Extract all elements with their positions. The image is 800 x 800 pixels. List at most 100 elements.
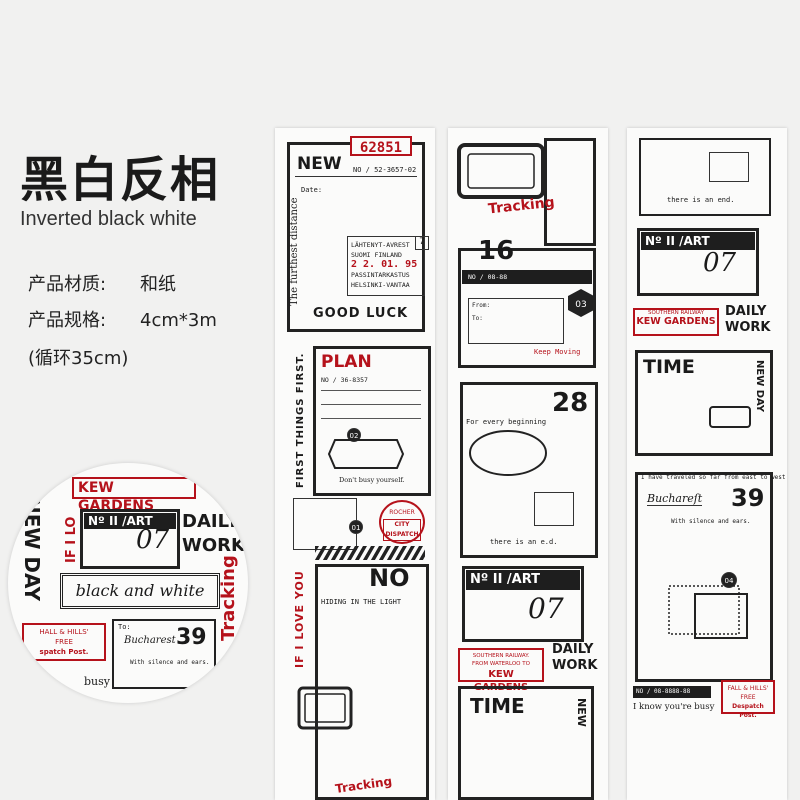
spec-size-value: 4cm*3m	[140, 310, 217, 331]
city-dispatch-stamp: ROCHER CITY DISPATCH	[379, 500, 425, 544]
no-big: NO	[369, 564, 410, 592]
rail-3: SOUTHERN RAILWAY	[648, 310, 704, 316]
daily-3: DAILY	[725, 304, 767, 319]
circle-silence: With silence and ears.	[130, 659, 210, 666]
ticket-line-2: SUOMI FINLAND	[351, 251, 402, 259]
tape-strip-1: 62851 NEW NO / 52-3657-02 Date: The furt…	[275, 128, 435, 800]
rail-line-1: SOUTHERN RAILWAY.	[472, 653, 530, 659]
circle-tracking: Tracking	[218, 555, 239, 641]
work-label: WORK	[552, 658, 598, 673]
circle-39-frame	[112, 619, 216, 689]
rail-line-2: FROM WATERLOO TO	[472, 661, 530, 667]
art-frame	[462, 566, 584, 642]
circle-hall-2: FREE	[55, 638, 73, 646]
dotted-box	[668, 585, 748, 639]
spec-size: 产品规格: 4cm*3m	[28, 306, 217, 332]
kew-gardens-ticket: SOUTHERN RAILWAY. FROM WATERLOO TO KEW G…	[458, 648, 544, 693]
ticket-date: 2 2. 01. 95	[351, 259, 418, 270]
time-frame-3	[635, 350, 773, 456]
time-label: TIME	[470, 694, 525, 718]
postcard-frame	[639, 138, 771, 216]
to-label: To:	[472, 315, 483, 322]
dispatch-3-line-3: Despatch Post.	[732, 703, 764, 719]
new-label: NEW	[297, 154, 342, 174]
plan-rule-2	[321, 404, 421, 405]
no-art-3: Nº II /ART	[641, 232, 755, 250]
date-label: Date:	[301, 186, 323, 194]
hazard-stripe	[315, 546, 425, 560]
no-frame	[315, 564, 429, 800]
spec-material-value: 和纸	[140, 274, 176, 295]
new-vertical: NEW	[575, 698, 588, 727]
dont-busy: Don't busy yourself.	[339, 476, 405, 484]
work-3: WORK	[725, 320, 771, 335]
every-beginning: For every beginning	[466, 418, 547, 426]
number-07: 07	[528, 592, 564, 625]
badge-03-text: 03	[575, 300, 586, 310]
circle-hall-stamp: HALL & HILLS' FREE spatch Post.	[22, 623, 106, 661]
circle-daily: DAILY	[182, 511, 240, 532]
number-16: 16	[478, 236, 515, 266]
there-is-an-end: there is an e.d.	[490, 538, 558, 546]
keep-moving: Keep Moving	[534, 348, 581, 356]
twentyeight-frame	[460, 382, 598, 558]
black-white-text: black and white	[75, 581, 205, 600]
plan-rule-3	[321, 418, 421, 419]
circle-07: 07	[136, 525, 170, 555]
badge-03-hex: 03	[568, 289, 594, 317]
circle-kew-gardens: KEW GARDENS	[72, 477, 196, 514]
circle-hall-3: spatch Post.	[39, 648, 89, 656]
circle-to: To:	[118, 623, 131, 631]
bucharest: Buchareſt	[647, 492, 703, 506]
circle-new-day: NEW DAY	[20, 497, 44, 602]
closeup-circle: KEW GARDENS Nº II /ART 07 DAILY WORK NEW…	[8, 463, 248, 703]
small-label-3	[709, 406, 751, 428]
city-dispatch-label: CITY DISPATCH	[383, 519, 421, 541]
kew-gardens-3: KEW GARDENS	[636, 316, 716, 327]
ticket-number: 7	[415, 236, 429, 250]
circle-hall-1: HALL & HILLS'	[39, 628, 89, 636]
tape-strip-3: there is an end. Nº II /ART 07 SOUTHERN …	[627, 128, 787, 800]
number-07-3: 07	[703, 248, 737, 278]
city-dispatch-top: ROCHER	[389, 509, 415, 516]
good-luck: GOOD LUCK	[313, 306, 409, 321]
silence-text: With silence and ears.	[671, 518, 751, 525]
spec-size-label: 产品规格:	[28, 310, 107, 331]
product-title-cn: 黑白反相	[20, 152, 221, 208]
plan-rule-1	[321, 390, 421, 391]
tape-strip-2: Tracking 16 NO / 08-88 From: To: 03 Keep…	[448, 128, 608, 800]
postcard-stamp	[709, 152, 749, 182]
small-form-box	[293, 498, 357, 550]
busy-3: I know you're busy	[633, 702, 715, 712]
if-i-love-you: IF I LOVE YOU	[293, 570, 306, 668]
dispatch-stamp-3: FALL & HILLS' FREE Despatch Post.	[721, 680, 775, 719]
new-day-3: NEW DAY	[754, 360, 765, 413]
no-art: Nº II /ART	[466, 570, 580, 590]
plan-frame	[313, 346, 431, 496]
spec-loop-note: (循环35cm)	[28, 348, 129, 369]
from-label: From:	[472, 302, 491, 309]
divider	[295, 176, 417, 177]
circle-39: 39	[176, 625, 207, 650]
badge-02: 02	[347, 428, 361, 442]
stamp-grid	[534, 492, 574, 526]
ticket-frame	[297, 686, 353, 730]
sixteen-frame	[458, 248, 596, 368]
circle-art-frame	[80, 509, 180, 569]
from-to-box: From: To:	[468, 298, 564, 344]
number-39: 39	[731, 484, 765, 512]
badge-04: 04	[721, 572, 737, 588]
kew-ticket-3: SOUTHERN RAILWAY KEW GARDENS	[633, 308, 719, 336]
travel-text: I have traveled so far from east to west	[641, 474, 786, 481]
time-frame	[458, 686, 594, 800]
badge-01: 01	[349, 520, 363, 534]
dispatch-3-line-1: FALL & HILLS'	[727, 685, 769, 692]
plan-no: NO / 36-8357	[321, 376, 368, 384]
black-white-frame: black and white	[60, 573, 220, 609]
no-3: NO / 08-8888-88	[633, 686, 711, 698]
side-frame	[544, 138, 596, 246]
ticket-line-5: HELSINKI-VANTAA	[351, 281, 410, 289]
dispatch-3-line-2: FREE	[740, 694, 756, 701]
product-title-en: Inverted black white	[20, 208, 197, 230]
daily-label: DAILY	[552, 642, 594, 657]
